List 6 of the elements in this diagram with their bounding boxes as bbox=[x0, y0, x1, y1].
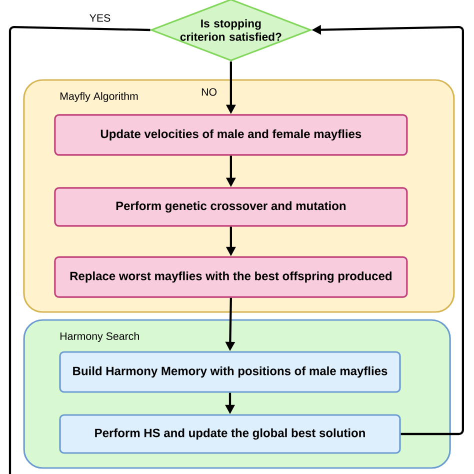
process-box: Perform HS and update the global best solution bbox=[59, 414, 401, 454]
process-box: Build Harmony Memory with positions of male mayflies bbox=[59, 351, 401, 393]
process-box: Replace worst mayflies with the best offspring produced bbox=[54, 256, 408, 298]
process-box: Perform genetic crossover and mutation bbox=[54, 187, 408, 227]
process-box: Update velocities of male and female mayflies bbox=[54, 114, 408, 156]
edge-label: NO bbox=[200, 86, 218, 98]
